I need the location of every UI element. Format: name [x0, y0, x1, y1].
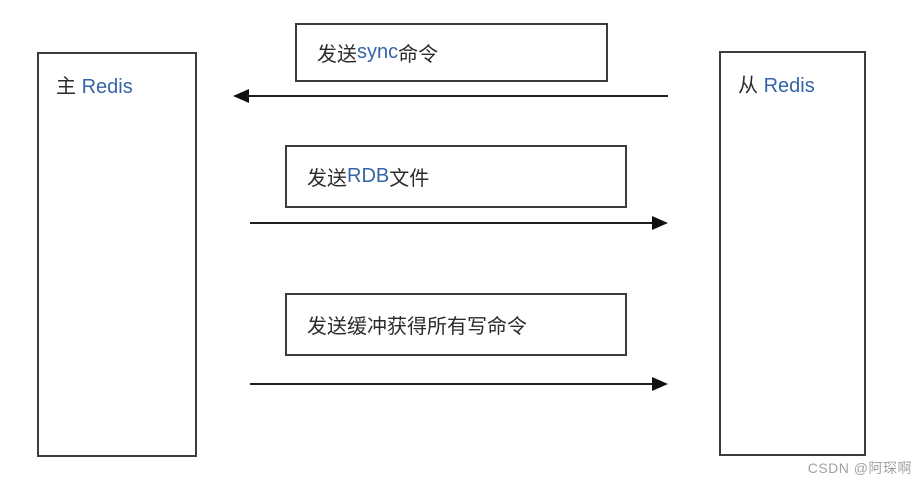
message-box-send-rdb-file: 发送 RDB 文件 [285, 145, 627, 208]
message-box-send-sync-command: 发送 sync 命令 [295, 23, 608, 82]
arrow-sync-command-left [233, 89, 668, 103]
slave-label-latin: Redis [763, 75, 815, 97]
arrowhead-right-icon [652, 216, 668, 230]
master-label-latin: Redis [81, 76, 133, 98]
master-label-cn: 主 [56, 76, 82, 98]
csdn-watermark: CSDN @阿琛啊 [807, 460, 912, 476]
arrowhead-left-icon [233, 89, 249, 103]
arrow-shaft [246, 95, 668, 97]
msg3-text-pre: 发送缓冲获得所有写命令 [307, 316, 527, 338]
message-box-send-buffered-write-commands: 发送缓冲获得所有写命令 [285, 293, 627, 356]
master-redis-label: 主 Redis [39, 54, 195, 99]
arrowhead-right-icon [652, 377, 668, 391]
msg2-text-pre: 发送 [307, 168, 347, 190]
msg1-text-latin: sync [357, 41, 399, 63]
msg2-text-latin: RDB [347, 165, 390, 187]
arrow-rdb-file-right [250, 216, 668, 230]
msg1-text-post: 命令 [398, 44, 439, 66]
arrow-shaft [250, 383, 655, 385]
arrow-shaft [250, 222, 655, 224]
slave-label-cn: 从 [738, 75, 764, 97]
node-slave-redis: 从 Redis [719, 51, 866, 456]
node-master-redis: 主 Redis [37, 52, 197, 457]
arrow-buffered-writes-right [250, 377, 668, 391]
slave-redis-label: 从 Redis [721, 53, 864, 98]
msg1-text-pre: 发送 [317, 44, 357, 66]
msg2-text-post: 文件 [389, 168, 430, 190]
